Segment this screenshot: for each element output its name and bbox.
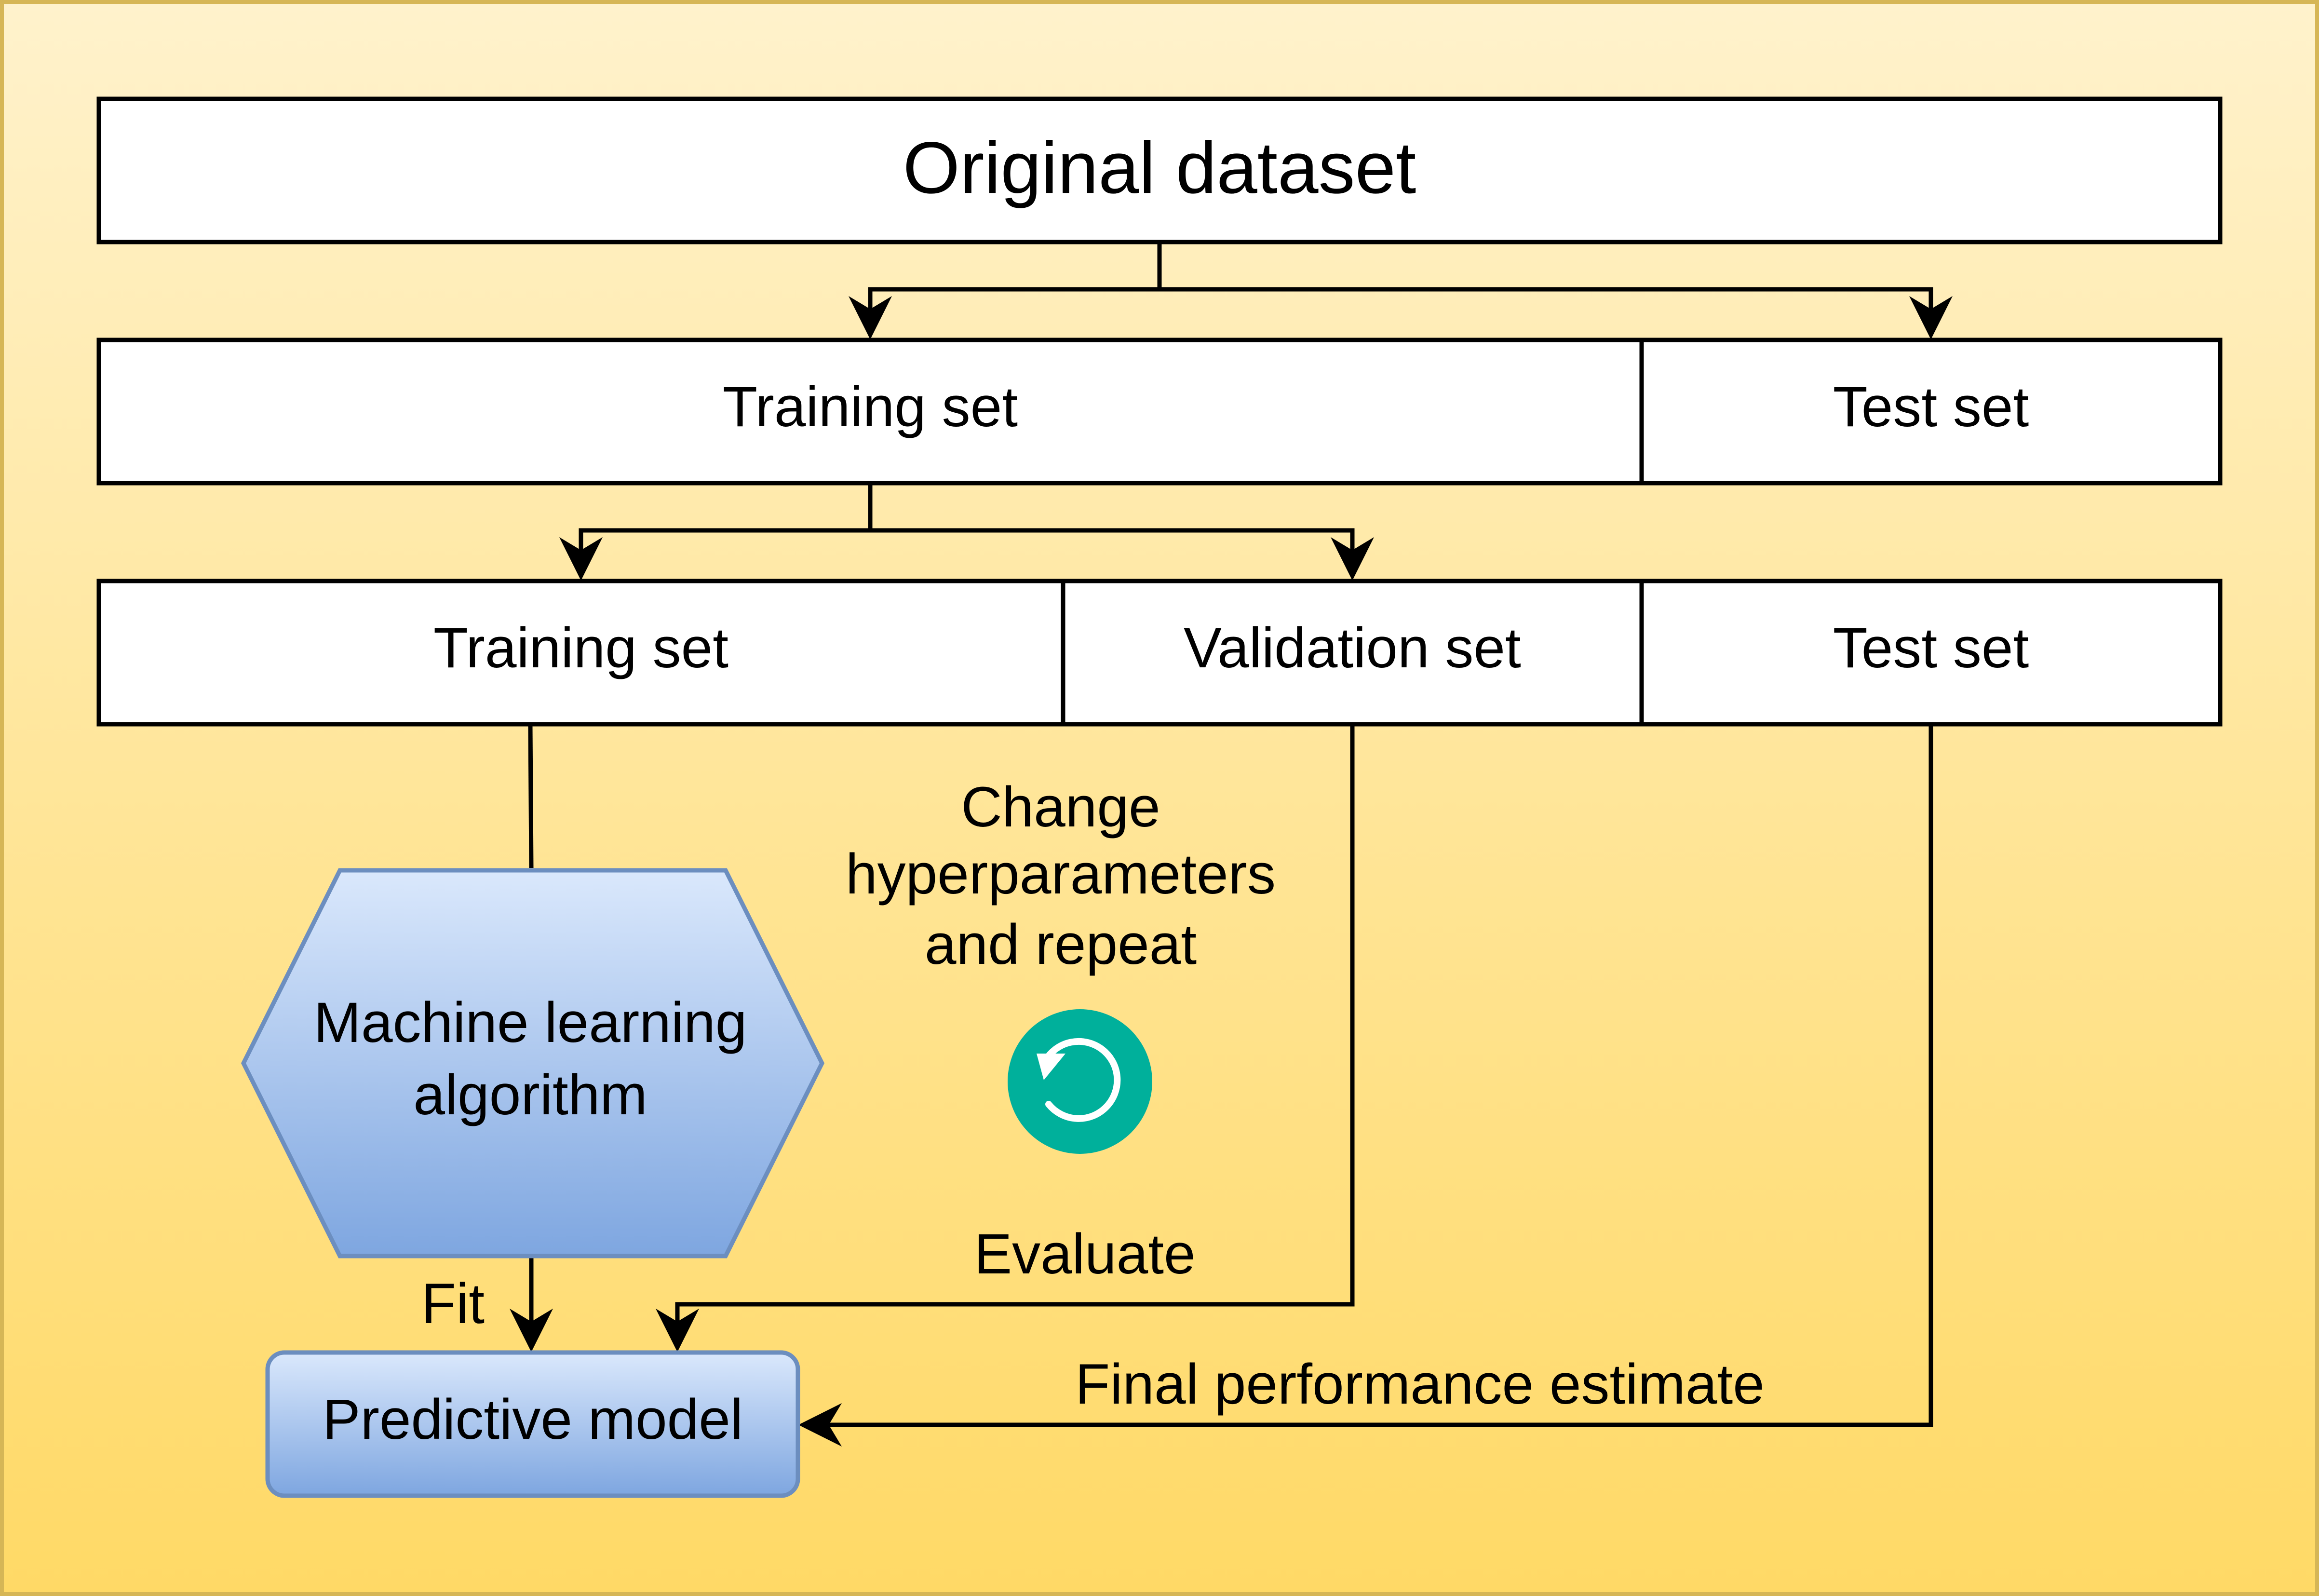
arrow-to-validation-set xyxy=(870,528,1374,581)
original-dataset-box: Original dataset xyxy=(96,96,2223,244)
final-estimate-label: Final performance estimate xyxy=(1075,1353,1765,1416)
algorithm-label-line1: Machine learning xyxy=(314,991,747,1055)
split1-row: Training set Test set xyxy=(96,338,2223,486)
split2-validation-label: Validation set xyxy=(1184,616,1521,680)
evaluate-arrow xyxy=(656,726,1355,1352)
arrow-to-training-set xyxy=(849,287,1160,339)
split2-test-box xyxy=(1639,579,2223,727)
final-estimate-arrow xyxy=(798,726,1933,1447)
evaluate-label: Evaluate xyxy=(974,1222,1195,1286)
arrow-to-inner-training-set xyxy=(559,528,870,581)
split1-training-label: Training set xyxy=(723,375,1018,439)
split2-validation-box xyxy=(1061,579,1644,727)
split2-training-box xyxy=(96,579,1065,727)
training-to-algorithm-line xyxy=(528,725,534,868)
change-label-line3: and repeat xyxy=(925,913,1197,976)
connectors xyxy=(510,243,1953,1447)
algorithm-label-line2: algorithm xyxy=(413,1063,647,1127)
fit-label: Fit xyxy=(421,1272,485,1336)
split2-row: Training set Validation set Test set xyxy=(96,579,2223,727)
change-label-line2: hyperparameters xyxy=(846,842,1276,906)
predictive-model-label: Predictive model xyxy=(323,1388,743,1451)
original-dataset-label: Original dataset xyxy=(903,127,1416,209)
split2-test-label: Test set xyxy=(1833,616,2029,680)
split2-training-label: Training set xyxy=(433,616,728,680)
arrow-to-test-set xyxy=(1160,287,1953,339)
predictive-model-box: Predictive model xyxy=(265,1350,800,1498)
ml-algorithm-hexagon: Machine learning algorithm xyxy=(241,868,825,1258)
split1-training-box xyxy=(96,338,1644,486)
change-label-line1: Change xyxy=(961,775,1160,839)
split1-test-label: Test set xyxy=(1833,375,2029,439)
refresh-icon xyxy=(1008,1009,1152,1154)
split1-test-box xyxy=(1639,338,2223,486)
